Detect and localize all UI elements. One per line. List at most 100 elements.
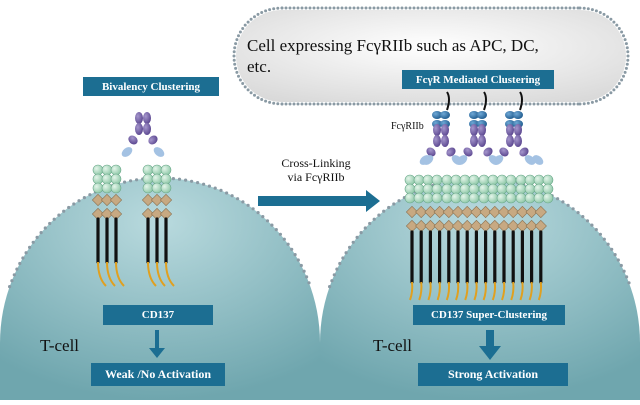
apc-membrane-head xyxy=(256,12,260,16)
apc-membrane-head xyxy=(468,102,472,106)
membrane-head xyxy=(251,207,255,211)
apc-membrane-head xyxy=(590,8,594,12)
apc-membrane-head xyxy=(388,6,392,10)
membrane-head xyxy=(338,261,342,266)
ligand-trimer-ball xyxy=(505,192,517,204)
apc-membrane-head xyxy=(548,102,552,106)
ligand-trimer-ball xyxy=(422,174,434,186)
receptor-crd-domain xyxy=(451,205,465,219)
antibody-hinge xyxy=(519,147,529,157)
membrane-head xyxy=(610,247,614,251)
membrane-head xyxy=(28,245,32,249)
apc-membrane-head xyxy=(615,23,619,27)
receptor-tail xyxy=(115,261,125,287)
apc-membrane-head xyxy=(560,102,564,106)
membrane-head xyxy=(372,217,376,221)
t-cell-label-right: T-cell xyxy=(373,336,413,355)
membrane-head xyxy=(392,202,396,206)
apc-membrane-head xyxy=(360,6,364,10)
membrane-head xyxy=(213,186,217,190)
ligand-trimer-ball xyxy=(468,174,480,186)
apc-membrane-head xyxy=(540,6,544,10)
ligand-trimer-ball xyxy=(496,192,508,204)
apc-membrane-head xyxy=(586,7,590,11)
apc-membrane-head xyxy=(504,6,508,10)
apc-membrane-head xyxy=(316,102,320,106)
ligand-trimer-ball xyxy=(487,183,499,195)
apc-membrane-head xyxy=(376,102,380,106)
antibody-fc xyxy=(470,124,478,136)
apc-membrane-head xyxy=(624,42,628,46)
apc-membrane-head xyxy=(464,6,468,10)
fcgr-mediated-clustering-label: FcγR Mediated Clustering xyxy=(402,70,554,89)
membrane-head xyxy=(135,178,139,182)
apc-membrane-head xyxy=(424,102,428,106)
receptor-tail xyxy=(491,281,497,301)
ligand-trimer-ball xyxy=(160,164,172,176)
apc-membrane-head xyxy=(288,6,292,10)
ligand-trimer-ball xyxy=(542,183,554,195)
apc-membrane-head xyxy=(356,6,360,10)
membrane-head xyxy=(88,193,92,197)
receptor-crd-domain xyxy=(525,219,538,233)
ligand-trimer-ball xyxy=(101,182,113,194)
receptor-crd-domain xyxy=(433,219,446,233)
membrane-head xyxy=(307,281,311,285)
apc-membrane-head xyxy=(272,7,276,11)
apc-membrane-head xyxy=(268,8,272,12)
apc-membrane-head xyxy=(460,102,464,106)
receptor-crd-domain xyxy=(461,205,474,219)
fcgr-domain xyxy=(469,111,479,119)
apc-membrane-head xyxy=(260,11,264,14)
receptor-crd-domain xyxy=(470,219,483,233)
fcgr-stalk xyxy=(519,91,523,111)
apc-membrane-head xyxy=(253,93,256,97)
apc-membrane-head xyxy=(602,12,606,16)
ligand-trimer-ball xyxy=(487,192,499,204)
apc-membrane-head xyxy=(296,102,300,106)
apc-membrane-head xyxy=(432,6,436,10)
apc-membrane-head xyxy=(617,27,621,30)
membrane-head xyxy=(225,191,229,195)
membrane-head xyxy=(296,258,300,262)
apc-membrane-head xyxy=(364,6,368,10)
apc-membrane-head xyxy=(300,6,304,10)
membrane-head xyxy=(171,177,175,181)
membrane-head xyxy=(12,273,16,277)
membrane-head xyxy=(625,275,629,279)
apc-membrane-head xyxy=(276,102,280,106)
receptor-crd-domain xyxy=(534,219,547,233)
membrane-head xyxy=(196,181,200,185)
apc-membrane-head xyxy=(404,102,408,106)
ligand-trimer-ball xyxy=(151,164,163,176)
apc-membrane-head xyxy=(420,6,424,10)
apc-membrane-head xyxy=(623,70,627,74)
apc-membrane-head xyxy=(500,102,504,106)
apc-membrane-head xyxy=(249,91,253,95)
fcgr-stalk xyxy=(446,91,450,111)
apc-membrane-head xyxy=(308,102,312,106)
apc-membrane-head xyxy=(332,102,336,106)
apc-membrane-head xyxy=(264,99,268,103)
antibody-fc xyxy=(433,135,441,147)
membrane-head xyxy=(82,196,86,200)
apc-membrane-head xyxy=(594,99,598,103)
antibody-hinge xyxy=(148,135,158,145)
membrane-head xyxy=(585,219,590,223)
receptor-crd-domain xyxy=(424,205,437,219)
membrane-head xyxy=(261,215,265,219)
membrane-head xyxy=(377,213,381,217)
membrane-head xyxy=(305,275,309,279)
receptor-crd-domain xyxy=(442,205,455,219)
apc-membrane-head xyxy=(400,6,404,10)
apc-membrane-head xyxy=(308,6,312,10)
apc-membrane-head xyxy=(260,98,264,101)
ligand-trimer-ball xyxy=(404,183,416,195)
receptor-crd-domain xyxy=(150,193,164,207)
membrane-head xyxy=(613,253,617,257)
receptor-crd-domain xyxy=(442,219,455,233)
receptor-crd-domain xyxy=(488,219,501,233)
apc-membrane-head xyxy=(380,102,384,106)
antibody-fab xyxy=(422,155,434,165)
